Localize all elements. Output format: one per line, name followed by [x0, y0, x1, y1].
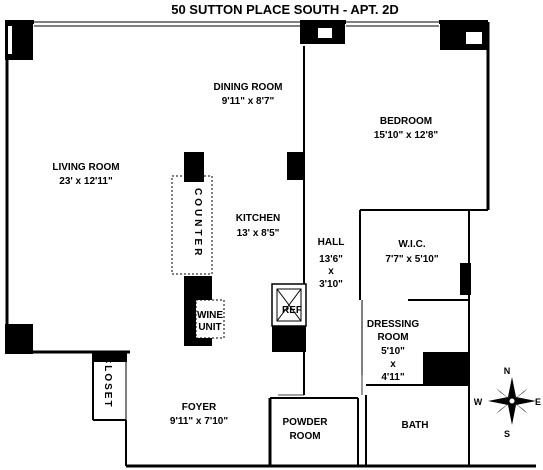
- wine-label: WINE: [197, 310, 223, 321]
- plan-title: 50 SUTTON PLACE SOUTH - APT. 2D: [171, 2, 399, 17]
- bedroom-label: BEDROOM: [380, 116, 432, 127]
- compass-rose: [488, 377, 536, 425]
- powder-room-label-1: POWDER: [283, 417, 329, 428]
- dining-room-dims: 9'11" x 8'7": [222, 96, 275, 107]
- dressing-room-x: x: [390, 359, 396, 370]
- kitchen-label: KITCHEN: [236, 213, 280, 224]
- bedroom-dims: 15'10" x 12'8": [374, 130, 439, 141]
- windows-top: [34, 21, 439, 27]
- counter-label: COUNTER: [192, 188, 203, 258]
- hall-dim2: 3'10": [319, 279, 343, 290]
- column-details: [8, 26, 482, 54]
- dressing-room-dim2: 4'11": [381, 372, 405, 383]
- bath-label: BATH: [401, 420, 428, 431]
- wic-dims: 7'7" x 5'10": [385, 254, 438, 265]
- powder-room-label-2: ROOM: [289, 431, 320, 442]
- compass-w: W: [474, 397, 483, 407]
- kitchen-dims: 13' x 8'5": [237, 228, 280, 239]
- foyer-dims: 9'11" x 7'10": [170, 416, 228, 427]
- ref-label: REF: [282, 305, 302, 316]
- living-room-label: LIVING ROOM: [52, 162, 119, 173]
- wine-unit: [195, 299, 225, 339]
- refrigerator: [271, 283, 307, 327]
- compass-n: N: [504, 366, 511, 376]
- wic-label: W.I.C.: [398, 239, 425, 250]
- foyer-label: FOYER: [182, 402, 217, 413]
- dressing-room-label-2: ROOM: [377, 332, 408, 343]
- compass-s: S: [504, 429, 510, 439]
- doors: [278, 375, 363, 396]
- compass-e: E: [535, 397, 541, 407]
- hall-label: HALL: [318, 237, 345, 248]
- living-room-dims: 23' x 12'11": [59, 176, 113, 187]
- dressing-room-label-1: DRESSING: [367, 319, 419, 330]
- dining-room-label: DINING ROOM: [214, 82, 283, 93]
- counter: [171, 175, 213, 275]
- hall-dim1: 13'6": [319, 254, 343, 265]
- closet-label: CLOSET: [102, 356, 113, 409]
- hall-x: x: [328, 266, 334, 277]
- unit-label: UNIT: [198, 322, 221, 333]
- columns: [5, 20, 488, 385]
- dressing-room-dim1: 5'10": [381, 346, 405, 357]
